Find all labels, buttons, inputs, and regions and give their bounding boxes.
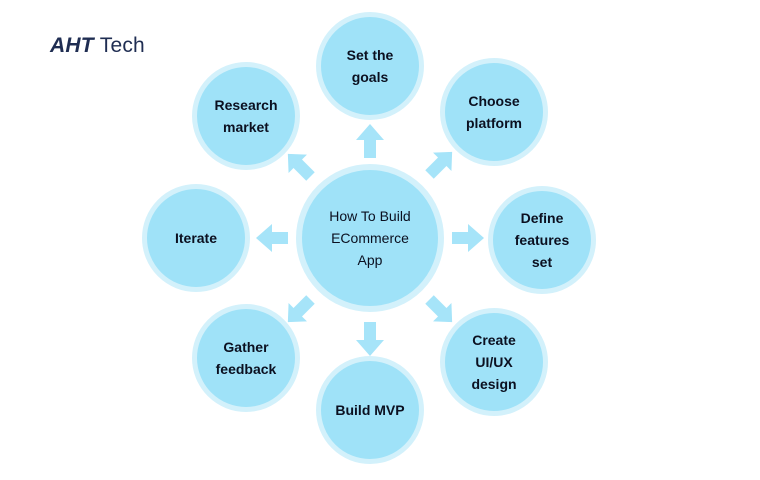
arrow-to-choose-platform bbox=[425, 151, 453, 179]
arrow-to-define-features bbox=[452, 224, 484, 252]
arrow-to-create-design bbox=[425, 295, 453, 323]
arrow-to-research-market bbox=[287, 153, 315, 181]
brand-logo: AHT Tech bbox=[50, 34, 145, 58]
brand-word: Tech bbox=[99, 34, 145, 57]
node-choose-platform: Choose platform bbox=[440, 58, 548, 166]
node-iterate-label: Iterate bbox=[174, 230, 218, 246]
node-create-design: Create UI/UX design bbox=[440, 308, 548, 416]
node-set-goals: Set the goals bbox=[316, 12, 424, 120]
node-define-features-label: Define features set bbox=[514, 210, 570, 270]
node-gather-feedback: Gather feedback bbox=[192, 304, 300, 412]
node-build-mvp: Build MVP bbox=[316, 356, 424, 464]
node-gather-feedback-label: Gather feedback bbox=[215, 339, 277, 377]
node-set-goals-label: Set the goals bbox=[346, 47, 394, 85]
node-build-mvp-label: Build MVP bbox=[335, 402, 405, 418]
arrow-to-iterate bbox=[256, 224, 288, 252]
center-node: How To Build ECommerce App bbox=[296, 164, 444, 312]
center-label: How To Build ECommerce App bbox=[329, 208, 411, 268]
arrow-to-set-goals bbox=[356, 124, 384, 158]
brand-mark: AHT bbox=[50, 34, 94, 57]
node-research-market-label: Research market bbox=[214, 97, 278, 135]
node-create-design-label: Create UI/UX design bbox=[471, 332, 517, 392]
node-iterate: Iterate bbox=[142, 184, 250, 292]
arrow-to-gather-feedback bbox=[287, 295, 315, 323]
arrow-to-build-mvp bbox=[356, 322, 384, 356]
node-research-market: Research market bbox=[192, 62, 300, 170]
node-choose-platform-label: Choose platform bbox=[466, 93, 522, 131]
node-define-features: Define features set bbox=[488, 186, 596, 294]
